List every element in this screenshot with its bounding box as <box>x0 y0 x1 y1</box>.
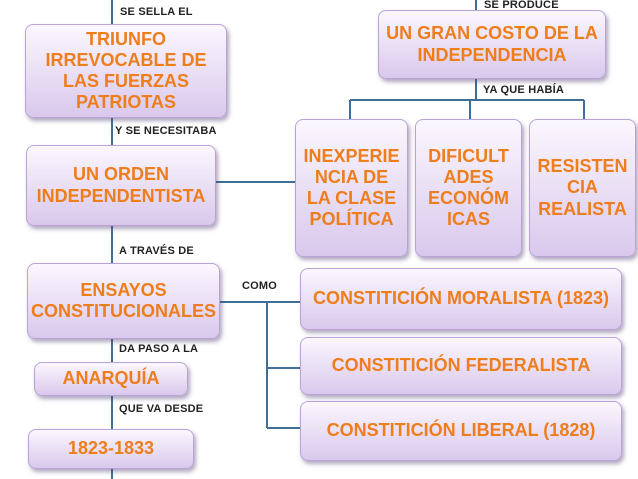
label-como: COMO <box>242 280 278 292</box>
box-moralista: CONSTITICIÓN MORALISTA (1823) <box>300 268 622 330</box>
box-federalista: CONSTITICIÓN FEDERALISTA <box>300 337 622 395</box>
label-que-va-desde: QUE VA DESDE <box>119 403 204 415</box>
box-periodo: 1823-1833 <box>28 429 194 469</box>
box-inexperiencia: INEXPERIE NCIA DE LA CLASE POLÍTICA <box>295 119 408 257</box>
box-gran-costo: UN GRAN COSTO DE LA INDEPENDENCIA <box>378 10 606 79</box>
label-se-sella-el: SE SELLA EL <box>120 6 193 18</box>
box-anarquia: ANARQUÍA <box>34 362 188 396</box>
box-orden: UN ORDEN INDEPENDENTISTA <box>26 145 216 226</box>
box-triunfo: TRIUNFO IRREVOCABLE DE LAS FUERZAS PATRI… <box>25 24 227 118</box>
label-a-traves-de: A TRAVÉS DE <box>119 245 194 257</box>
label-se-produce: SE PRODUCE <box>484 0 559 11</box>
box-dificultades: DIFICULT ADES ECONÓM ICAS <box>415 119 522 257</box>
label-ya-que-habia: YA QUE HABÍA <box>483 84 565 96</box>
box-resistencia: RESISTEN CIA REALISTA <box>529 119 636 257</box>
label-y-se-necesitaba: Y SE NECESITABA <box>115 125 217 137</box>
label-da-paso-a-la: DA PASO A LA <box>119 343 199 355</box>
box-ensayos: ENSAYOS CONSTITUCIONALES <box>27 263 220 339</box>
box-liberal: CONSTITICIÓN LIBERAL (1828) <box>300 401 622 461</box>
